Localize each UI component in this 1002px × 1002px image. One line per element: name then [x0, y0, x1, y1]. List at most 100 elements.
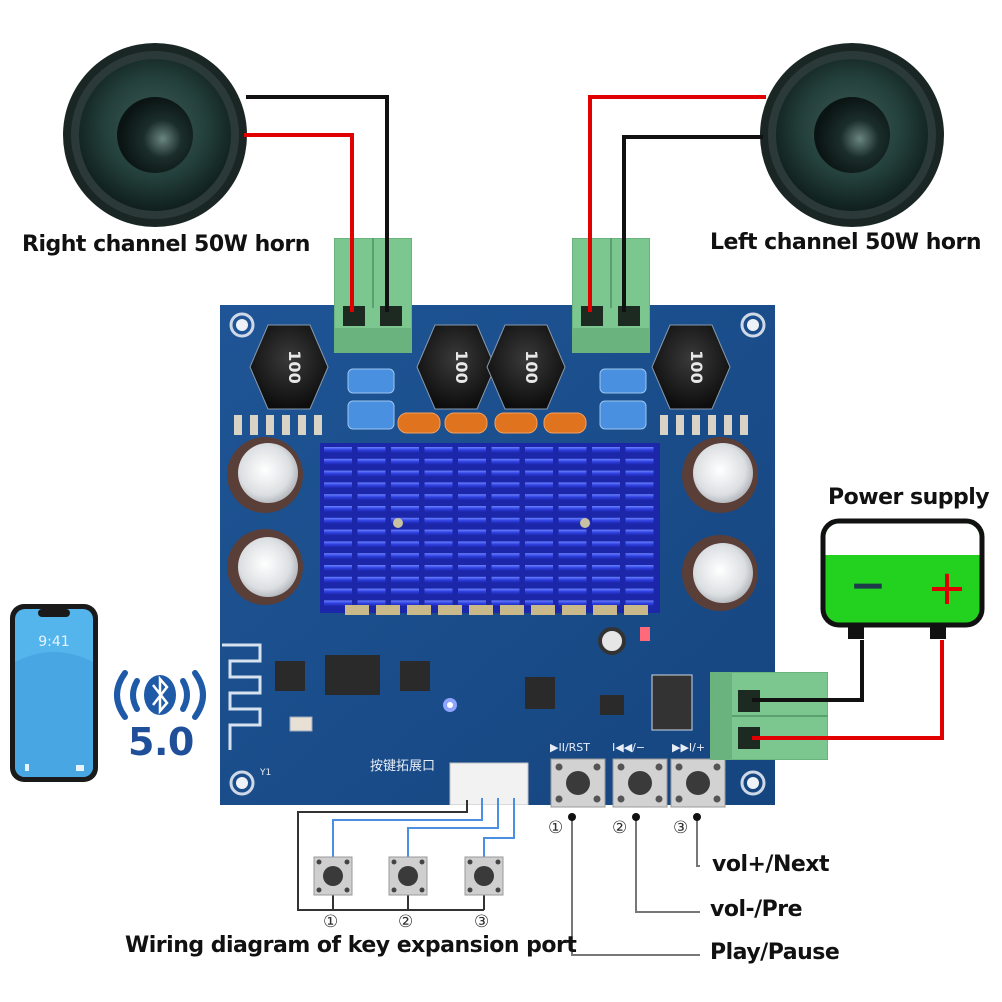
- heatsink-fin: [491, 600, 520, 607]
- heatsink-fin: [525, 541, 553, 548]
- heatsink-fin: [592, 458, 620, 465]
- expansion-button-1[interactable]: [313, 856, 353, 896]
- heatsink-fin: [558, 600, 587, 607]
- heatsink-fin: [357, 529, 386, 536]
- electrolytic-capacitor-4: [682, 535, 758, 611]
- heatsink-fin: [424, 553, 453, 560]
- expansion-key-3-number: ③: [474, 912, 489, 932]
- diode-rectifier: [651, 674, 693, 731]
- heatsink-fin: [625, 576, 654, 583]
- heatsink-fin: [391, 506, 419, 512]
- heatsink-fin: [357, 506, 386, 512]
- bluetooth-version: 5.0: [128, 720, 194, 764]
- smd-resistor: [593, 605, 617, 615]
- expansion-diagram-title: Wiring diagram of key expansion port: [125, 933, 577, 958]
- heatsink-fin: [558, 565, 587, 571]
- smartphone: 9:41: [10, 604, 98, 782]
- heatsink-fin: [558, 541, 587, 548]
- heatsink-fin: [324, 565, 352, 571]
- heatsink-fin: [357, 565, 386, 571]
- heatsink-fin: [424, 470, 453, 477]
- negative-symbol: −: [850, 560, 887, 611]
- heatsink-fin: [525, 494, 553, 501]
- ceramic-capacitors: [397, 412, 587, 434]
- button-2-silk: I◀◀/−: [612, 741, 645, 754]
- onboard-button-vol-up[interactable]: [670, 758, 726, 808]
- heatsink-fin: [592, 517, 620, 524]
- resistor-strip: [345, 605, 648, 615]
- heatsink-fin: [424, 447, 453, 453]
- heatsink-fin: [491, 576, 520, 583]
- positive-symbol: +: [927, 560, 967, 616]
- heatsink-fin: [357, 576, 386, 583]
- heatsink-fin: [491, 588, 520, 595]
- onboard-key-3-number: ③: [673, 818, 688, 838]
- heatsink-fin: [424, 576, 453, 583]
- heatsink-fin: [391, 553, 419, 560]
- key-function-play-pause: Play/Pause: [710, 940, 840, 965]
- heatsink-fin: [592, 588, 620, 595]
- inductor-4: 100: [651, 324, 731, 410]
- onboard-button-vol-down[interactable]: [612, 758, 668, 808]
- electrolytic-capacitor-2: [227, 529, 303, 605]
- heatsink-fin: [324, 576, 352, 583]
- onboard-button-play-pause[interactable]: [550, 758, 606, 808]
- heatsink-fin: [491, 529, 520, 536]
- heatsink-fin: [525, 458, 553, 465]
- smd-resistor: [407, 605, 431, 615]
- heatsink-fin: [491, 458, 520, 465]
- heatsink-fin: [458, 553, 486, 560]
- op-amp-ic: [525, 677, 555, 709]
- onboard-key-2-number: ②: [612, 818, 627, 838]
- right-speaker: [63, 43, 247, 227]
- heatsink-fin: [592, 482, 620, 489]
- heatsink-fin: [558, 517, 587, 524]
- phone-time: 9:41: [38, 634, 69, 650]
- heatsink-fin: [491, 541, 520, 548]
- smd-resistor: [469, 605, 493, 615]
- heatsink-fin: [458, 517, 486, 524]
- heatsink-fin: [324, 494, 352, 501]
- heatsink-fin: [491, 470, 520, 477]
- heatsink-fin: [424, 600, 453, 607]
- bluetooth-icon: [114, 670, 206, 720]
- bluetooth-chips: [275, 655, 430, 695]
- expansion-button-3[interactable]: [464, 856, 504, 896]
- heatsink-fin: [525, 576, 553, 583]
- expansion-button-2[interactable]: [388, 856, 428, 896]
- heatsink-fin: [458, 529, 486, 536]
- key-function-vol-down: vol-/Pre: [710, 897, 803, 922]
- right-speaker-label: Right channel 50W horn: [22, 232, 310, 257]
- left-speaker: [760, 43, 944, 227]
- heatsink-fin: [324, 458, 352, 465]
- heatsink-fin: [324, 529, 352, 536]
- left-speaker-label: Left channel 50W horn: [710, 230, 982, 255]
- heatsink-fin: [592, 553, 620, 560]
- heatsink-fin: [592, 600, 620, 607]
- heatsink-fin: [558, 458, 587, 465]
- amplifier-board: 100 100 100 100: [220, 305, 775, 805]
- heatsink-fin: [592, 470, 620, 477]
- heatsink-fin: [625, 506, 654, 512]
- heatsink-fin: [458, 494, 486, 501]
- heatsink-fin: [625, 588, 654, 595]
- flashlight-icon: [25, 764, 29, 771]
- button-1-silk: ▶II/RST: [550, 741, 590, 754]
- heatsink-fin: [491, 482, 520, 489]
- heatsink-fin: [357, 494, 386, 501]
- heatsink-fin: [592, 565, 620, 571]
- electrolytic-capacitor-1: [227, 437, 303, 513]
- heatsink-fin: [424, 588, 453, 595]
- inductor-2: 100: [416, 324, 496, 410]
- smd-resistor: [376, 605, 400, 615]
- heatsink-fin: [424, 541, 453, 548]
- heatsink-fin: [592, 494, 620, 501]
- heatsink-fin: [625, 482, 654, 489]
- heatsink-fin: [558, 588, 587, 595]
- heatsink-fin: [625, 600, 654, 607]
- heatsink-fin: [391, 447, 419, 453]
- expansion-key-2-number: ②: [398, 912, 413, 932]
- heatsink-fin: [391, 588, 419, 595]
- heatsink-fin: [625, 470, 654, 477]
- inductor-1: 100: [249, 324, 329, 410]
